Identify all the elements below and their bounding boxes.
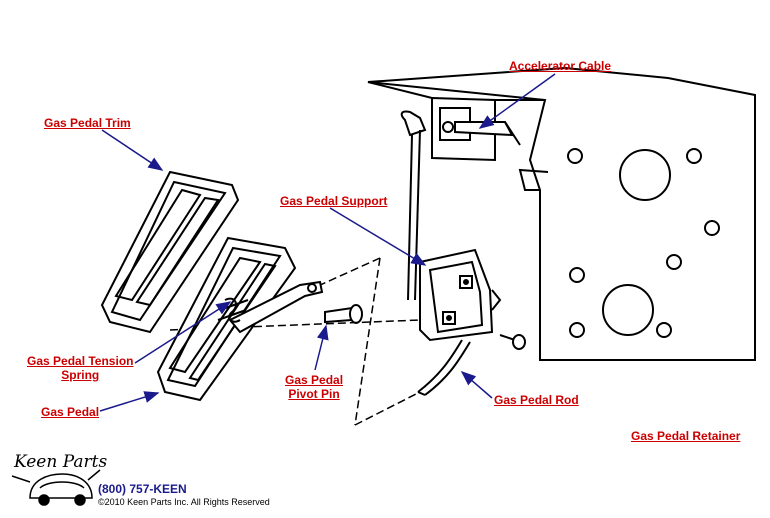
gas-pedal-pivot-pin-line1: Gas Pedal	[285, 373, 344, 387]
gas-pedal-pivot-pin-line2: Pivot Pin	[288, 387, 340, 401]
gas-pedal-tension-spring-arrow	[134, 301, 232, 364]
gas-pedal-arm-and-spring	[217, 280, 324, 334]
gas-pedal-tension-spring-line2: Spring	[61, 368, 100, 382]
gas-pedal-label[interactable]: Gas Pedal	[41, 405, 100, 419]
gas-pedal-pivot-pin-arrow	[314, 324, 329, 371]
gas-pedal-trim-label[interactable]: Gas Pedal Trim	[44, 116, 131, 130]
leader-arrows	[99, 73, 556, 412]
gas-pedal-trim-drawing	[100, 170, 240, 334]
phone-number[interactable]: (800) 757-KEEN	[98, 482, 187, 496]
accelerator-cable-arrow	[478, 73, 556, 129]
gas-pedal-pivot-pin-label[interactable]: Gas Pedal Pivot Pin	[285, 373, 343, 401]
gas-pedal-drawing	[156, 236, 297, 402]
accelerator-cable-bracket	[431, 96, 521, 162]
gas-pedal-retainer-label[interactable]: Gas Pedal Retainer	[631, 429, 741, 443]
accelerator-cable	[400, 110, 427, 301]
gas-pedal-rod-label[interactable]: Gas Pedal Rod	[494, 393, 579, 407]
gas-pedal-retainer-bolt	[499, 334, 526, 350]
gas-pedal-tension-spring-label[interactable]: Gas Pedal Tension Spring	[27, 354, 133, 382]
gas-pedal-support-bracket	[419, 248, 502, 342]
gas-pedal-rod-drawing	[417, 339, 471, 396]
copyright-notice: ©2010 Keen Parts Inc. All Rights Reserve…	[98, 497, 270, 507]
gas-pedal-arrow	[99, 391, 160, 412]
gas-pedal-rod-arrow	[460, 371, 493, 399]
keen-parts-logo: Keen Parts	[14, 452, 108, 472]
accelerator-cable-label[interactable]: Accelerator Cable	[509, 59, 612, 73]
gas-pedal-pivot-pin-drawing	[324, 304, 363, 324]
firewall-panel	[367, 66, 756, 361]
gas-pedal-tension-spring-line1: Gas Pedal Tension	[27, 354, 134, 368]
keen-parts-logo-car	[11, 469, 101, 506]
gas-pedal-trim-arrow	[101, 129, 164, 171]
gas-pedal-support-arrow	[329, 207, 427, 266]
gas-pedal-support-label[interactable]: Gas Pedal Support	[280, 194, 388, 208]
